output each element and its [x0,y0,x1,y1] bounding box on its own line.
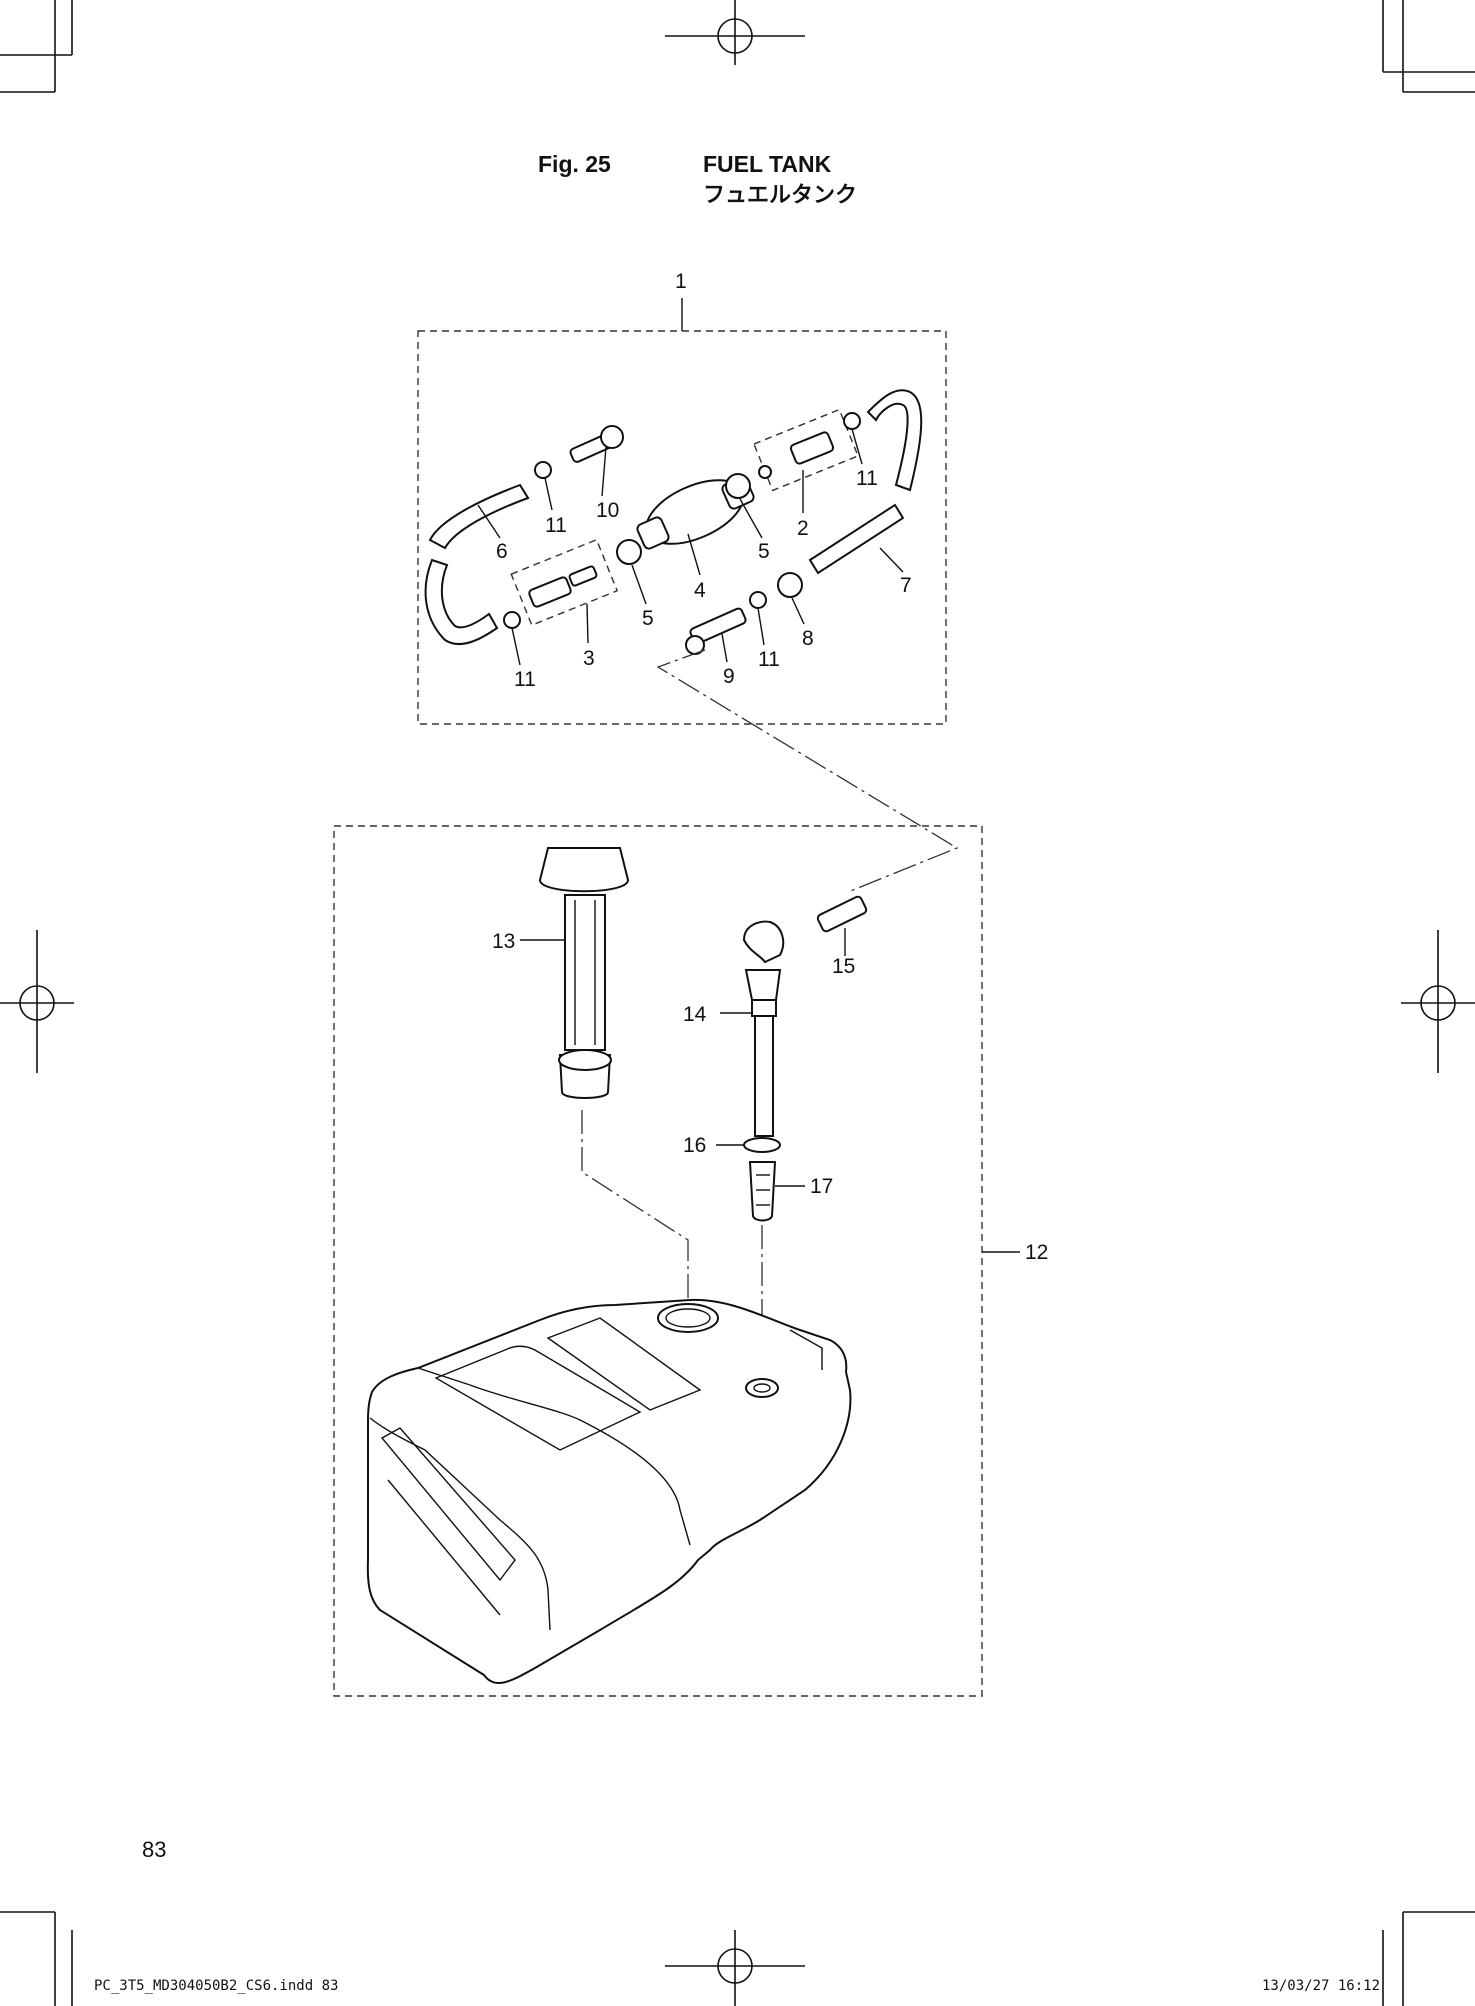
fuel-hose-7-upper [866,389,923,492]
fuel-tank-edge [369,1417,551,1631]
callout-6: 6 [496,540,508,563]
leader-line [544,477,553,511]
crop-mark-bottom-right [1382,1911,1475,2006]
callout-11: 11 [545,514,567,537]
fuel-hose-7 [808,503,905,575]
callout-3: 3 [583,647,595,670]
callout-8: 8 [802,627,814,650]
registration-mark-left [0,930,74,1073]
crop-mark-top-left [0,0,73,93]
fuel-filter-17 [748,1161,777,1222]
callout-5: 5 [642,607,654,630]
leader-line [791,597,805,625]
fuel-tank-assembly-frame [333,825,983,1697]
fuel-hose-6-lower [424,558,499,646]
joint-2-oring [758,465,772,479]
hose-clip-11 [749,591,767,609]
callout-13: 13 [492,930,515,953]
leader-line [601,446,607,497]
figure-number: Fig. 25 [538,151,611,177]
fuel-tank-handle-recess [387,1479,501,1616]
clamp-5 [725,473,751,499]
crop-mark-top-right [1382,0,1475,93]
fuel-tank-filler-opening [665,1308,711,1328]
joint-2 [789,431,835,465]
fuel-pickup-tube-14 [754,1015,774,1137]
fuel-gauge-13-tube [564,894,606,1051]
callout-11: 11 [514,668,536,691]
figure-title: FUEL TANK [703,151,832,177]
fuel-tank-filler-neck [657,1303,719,1333]
callout-9: 9 [723,665,735,688]
fuel-tank-handle-recess [380,1427,516,1582]
leader-line [586,603,589,644]
callout-14: 14 [683,1003,707,1026]
page-number: 83 [142,1837,166,1862]
fuel-tank-panel [546,1317,702,1411]
callout-5: 5 [758,540,770,563]
clamp-5 [616,539,642,565]
leader-line [851,428,863,465]
registration-mark-bottom [665,1930,805,2006]
joint-3-group [510,538,619,627]
callout-10: 10 [596,499,619,522]
primer-bulb-4-end [636,516,670,550]
leader-line [721,633,728,663]
fuel-gauge-13-cap [538,847,630,893]
leader-line [631,564,647,605]
registration-mark-right [1401,930,1475,1073]
callout-12: 12 [1025,1241,1048,1264]
leader-line [687,533,701,576]
callout-2: 2 [797,517,809,540]
crop-mark-bottom-left [0,1911,73,2006]
hose-clip-11 [534,461,552,479]
joint-3 [528,576,572,608]
fuel-elbow-14-collar [751,999,777,1017]
fuel-joint-15 [816,895,868,933]
joint-3-nipple [568,565,598,587]
leader-line [511,627,521,666]
leader-line [739,498,763,539]
figure-title-japanese: フュエルタンク [703,183,857,208]
callout-7: 7 [900,574,912,597]
footer-filename: PC_3T5_MD304050B2_CS6.indd 83 [94,1978,338,1994]
leader-line [879,547,904,573]
fuel-tank-carry-handle [789,1329,823,1370]
clamp-8 [777,572,803,598]
fuel-tank-outlet-opening [753,1383,771,1393]
callout-4: 4 [694,579,706,602]
fuel-tank [366,1298,852,1684]
fuel-gauge-13-float-top [558,1049,612,1071]
callout-11: 11 [758,648,780,671]
leader-line [477,504,501,539]
callout-16: 16 [683,1134,706,1157]
hose-clip-11 [503,611,521,629]
joint-10-cap [600,425,624,449]
fuel-elbow-14 [742,920,785,964]
assembly-reference-line [656,649,959,893]
o-ring-16 [743,1137,781,1153]
assembly-reference-line [581,1110,689,1300]
fuel-tank-edge [417,1367,691,1546]
registration-mark-top [665,0,805,65]
fuel-elbow-14-fitting [744,969,782,1001]
hose-clip-11 [843,412,861,430]
callout-11: 11 [856,467,878,490]
callout-15: 15 [832,955,855,978]
fuel-tank-outlet-port [745,1378,779,1398]
footer-timestamp: 13/03/27 16:12 [1262,1978,1380,1994]
fuel-tank-panel [434,1345,642,1451]
callout-1: 1 [675,270,687,293]
callout-17: 17 [810,1175,833,1198]
leader-line [757,607,765,646]
fuel-hose-6 [428,483,530,550]
